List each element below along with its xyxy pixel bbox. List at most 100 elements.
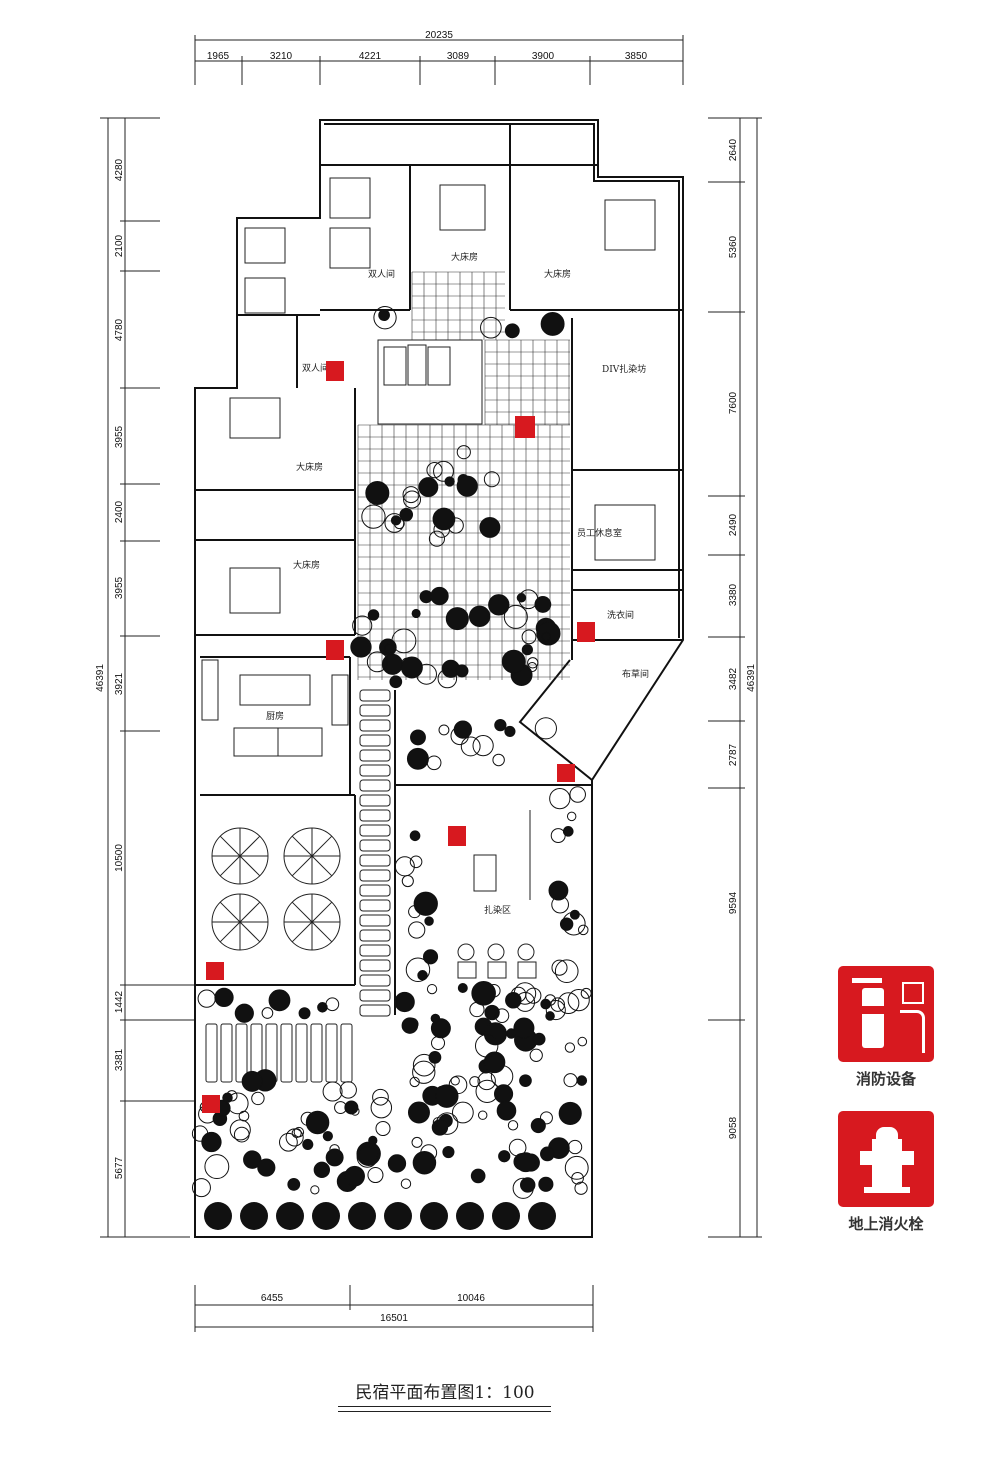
room-label-king: 大床房 — [544, 268, 571, 280]
plant-mark — [494, 718, 507, 732]
plant-mark — [424, 916, 434, 926]
plant-mark — [312, 1202, 340, 1230]
plant-mark — [325, 997, 340, 1012]
plant-mark — [515, 1152, 536, 1173]
plant-mark — [577, 924, 589, 936]
drawing-title: 民宿平面布置图1：100 — [355, 1383, 535, 1403]
plant-mark — [372, 1088, 389, 1106]
plant-mark — [541, 631, 552, 642]
hydrant-marker — [202, 1095, 220, 1113]
plant-mark — [378, 309, 390, 322]
plant-mark — [469, 1001, 485, 1018]
plant-mark — [394, 856, 415, 877]
plant-mark — [472, 735, 494, 757]
plant-mark — [251, 1091, 265, 1106]
plant-mark — [494, 1008, 510, 1023]
plant-mark — [534, 596, 552, 613]
plant-mark — [204, 1154, 230, 1180]
right-dim: 9058 — [728, 1116, 739, 1139]
plant-mark — [453, 720, 472, 739]
plant-mark — [483, 471, 500, 488]
plant-mark — [550, 997, 565, 1012]
plant-mark — [460, 736, 481, 757]
plant-mark — [516, 593, 527, 603]
plant-mark — [410, 729, 426, 746]
plant-mark — [530, 1117, 546, 1134]
left-dim: 4280 — [114, 158, 125, 181]
right-total-dim: 46391 — [746, 664, 757, 692]
plant-mark — [412, 1150, 437, 1175]
plant-mark — [527, 662, 538, 673]
plant-mark — [261, 1007, 274, 1019]
plant-mark — [365, 480, 390, 506]
plant-mark — [268, 989, 291, 1012]
plant-mark — [214, 987, 234, 1008]
plant-mark — [435, 1112, 459, 1135]
plant-mark — [434, 1084, 459, 1108]
plant-mark — [226, 1092, 249, 1115]
beds — [229, 177, 656, 614]
plant-mark — [525, 987, 542, 1004]
plant-mark — [545, 1011, 555, 1021]
plant-mark — [291, 1128, 302, 1139]
left-dim: 5677 — [114, 1156, 125, 1179]
plant-mark — [505, 992, 522, 1009]
plant-mark — [370, 1096, 393, 1119]
bottom-dim: 10046 — [457, 1293, 485, 1304]
right-dim: 2787 — [728, 743, 739, 766]
plant-mark — [437, 668, 458, 689]
plant-mark — [445, 607, 469, 631]
plant-mark — [352, 615, 373, 636]
plant-mark — [400, 1178, 412, 1189]
title-underline — [338, 1411, 551, 1412]
plant-mark — [431, 1119, 449, 1136]
plant-mark — [361, 504, 386, 529]
plant-mark — [567, 1139, 583, 1155]
plant-mark — [549, 787, 571, 810]
plant-mark — [471, 981, 496, 1006]
left-dim: 3955 — [114, 576, 125, 599]
plant-mark — [350, 636, 372, 658]
plant-mark — [305, 1110, 330, 1135]
plant-mark — [334, 1101, 347, 1115]
plant-mark — [413, 891, 438, 916]
plant-mark — [559, 917, 574, 931]
fire-hydrant-icon — [838, 1111, 934, 1207]
plant-mark — [457, 983, 468, 994]
plant-mark — [356, 1146, 378, 1168]
left-total-dim: 46391 — [95, 664, 106, 692]
fire-extinguisher-icon — [838, 966, 934, 1062]
plant-mark — [532, 1032, 546, 1046]
plant-mark — [521, 644, 533, 656]
plant-mark — [564, 1155, 589, 1180]
plant-mark — [417, 970, 428, 981]
fire-equipment-marker — [448, 826, 466, 846]
plant-mark — [564, 1042, 576, 1053]
fire-markers — [202, 361, 595, 1113]
plant-mark — [527, 657, 539, 669]
building-walls — [194, 119, 684, 1238]
room-label-diy-studio: DIV扎染坊 — [602, 363, 646, 375]
plant-mark — [229, 1119, 251, 1141]
top-dim: 3850 — [625, 51, 648, 62]
plant-mark — [375, 1120, 391, 1137]
plant-mark — [444, 476, 455, 487]
plant-mark — [408, 921, 426, 939]
plant-mark — [302, 1138, 314, 1150]
plant-mark — [400, 656, 423, 679]
plant-mark — [456, 475, 478, 497]
plant-mark — [412, 1053, 436, 1077]
room-label-king: 大床房 — [451, 251, 478, 263]
plant-mark — [197, 989, 216, 1008]
right-dim: 7600 — [728, 391, 739, 414]
plant-mark — [401, 1017, 419, 1034]
left-dim: 3921 — [114, 672, 125, 695]
plant-mark — [394, 991, 415, 1013]
plant-mark — [483, 1022, 507, 1046]
legend-fire-equipment: 消防设备 — [838, 966, 934, 1089]
legend-label: 消防设备 — [855, 1070, 916, 1088]
plant-mark — [519, 1177, 536, 1193]
plant-mark — [488, 594, 510, 616]
hydrant-marker — [515, 416, 535, 438]
